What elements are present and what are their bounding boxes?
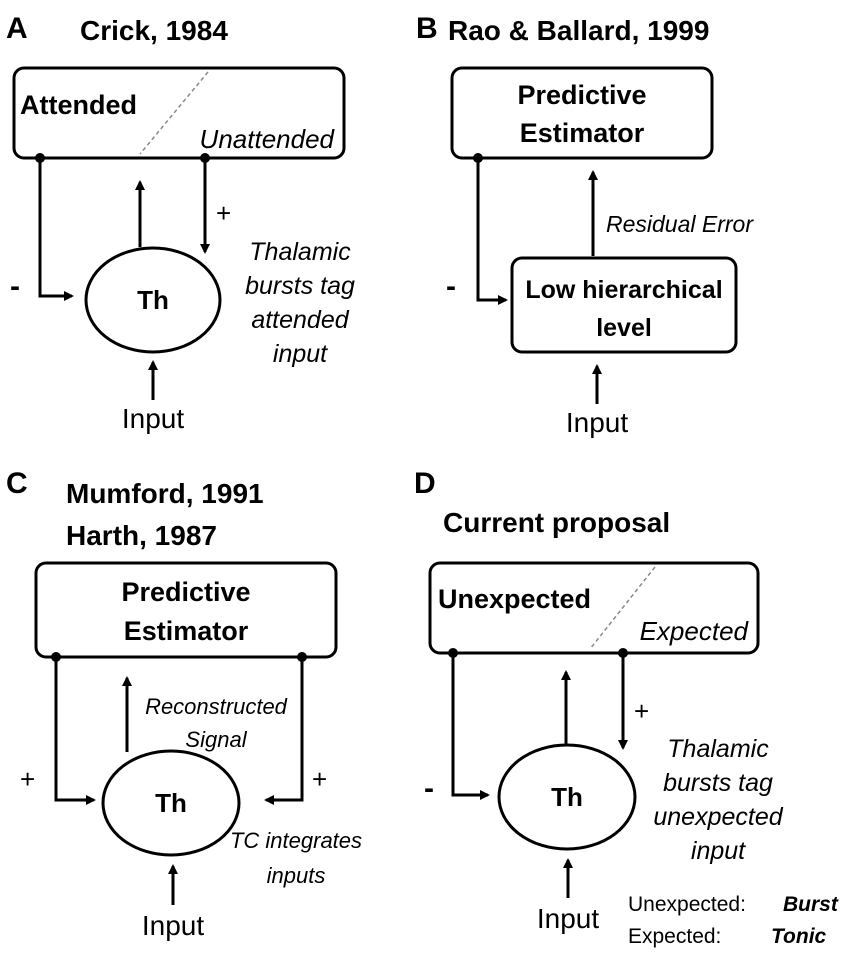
panel-d: D Current proposal Unexpected Expected -… <box>414 467 839 948</box>
panel-b-low-level-line-1: Low hierarchical <box>525 276 722 304</box>
panel-d-unexpected-label: Unexpected <box>438 584 591 614</box>
panel-a-note-line-3: attended <box>251 306 349 334</box>
panel-d-note-line-3: unexpected <box>653 803 783 831</box>
panel-a-thalamus-label: Th <box>137 285 169 315</box>
panel-d-firing-legend: Unexpected: Burst Expected: Tonic <box>628 893 839 948</box>
panel-c-estimator-line-1: Predictive <box>121 577 250 607</box>
panel-c-right-arrow <box>264 657 304 805</box>
panel-a-divider <box>139 71 209 155</box>
panel-c-signal-line-1: Reconstructed <box>145 694 288 719</box>
panel-d-feedback-arrow <box>451 653 490 800</box>
panel-a-unattended-label: Unattended <box>200 124 336 154</box>
panel-d-cortex-box <box>428 561 760 655</box>
panel-d-plus-sign: + <box>634 696 649 726</box>
panel-b-title: Rao & Ballard, 1999 <box>448 15 709 46</box>
panel-c-signal-line-2: Signal <box>185 727 247 752</box>
panel-b-low-level-line-2: level <box>596 314 652 342</box>
panel-d-thalamus-label: Th <box>551 782 583 812</box>
panel-d-letter: D <box>414 467 436 500</box>
panel-d-note-line-2: bursts tag <box>663 769 773 797</box>
panel-a: A Crick, 1984 Attended Unattended - + Th… <box>6 12 355 434</box>
panel-c-estimator-line-2: Estimator <box>124 616 249 646</box>
panel-b-estimator-line-2: Estimator <box>520 118 645 148</box>
panel-c-title-line-1: Mumford, 1991 <box>66 478 264 509</box>
panel-a-plus-sign: + <box>216 198 231 228</box>
panel-c-thalamus-ellipse <box>101 749 241 857</box>
panel-a-attended-label: Attended <box>20 90 137 120</box>
panel-c-note-line-1: TC integrates <box>230 828 362 853</box>
panel-b-estimator-box <box>450 66 714 160</box>
panel-c-note-line-2: inputs <box>267 863 326 888</box>
panel-c-thalamus-label: Th <box>155 788 187 818</box>
panel-b-low-level-box <box>510 256 738 354</box>
panel-a-note-line-2: bursts tag <box>245 272 355 300</box>
panel-a-note-line-4: input <box>273 340 328 368</box>
panel-d-note-line-1: Thalamic <box>667 735 769 763</box>
panel-a-letter: A <box>6 12 28 45</box>
panel-a-cortex-box <box>12 66 346 160</box>
panel-d-thalamus-ellipse <box>497 743 637 851</box>
panel-c-title-line-2: Harth, 1987 <box>66 520 217 551</box>
panel-b-letter: B <box>416 12 438 45</box>
panel-d-minus-sign: - <box>424 772 434 805</box>
panel-c-left-arrow <box>54 657 96 805</box>
panel-b-input-label: Input <box>566 407 628 438</box>
panel-b: B Rao & Ballard, 1999 Predictive Estimat… <box>416 12 754 438</box>
legend-unexpected-label: Unexpected: <box>628 893 746 916</box>
panel-a-feedback-arrow <box>38 158 74 301</box>
panel-b-minus-sign: - <box>446 270 456 303</box>
panel-d-note-line-4: input <box>691 837 746 865</box>
panel-b-feedback-arrow <box>476 158 508 305</box>
panel-d-expected-label: Expected <box>640 616 750 646</box>
panel-a-note-line-1: Thalamic <box>249 238 351 266</box>
legend-burst-value: Burst <box>783 893 839 916</box>
panel-d-divider <box>589 566 656 650</box>
panel-a-minus-sign: - <box>10 270 20 303</box>
panel-c-estimator-box <box>34 561 338 659</box>
panel-d-input-label: Input <box>537 903 599 934</box>
panel-a-thalamus-ellipse <box>84 246 222 354</box>
panel-a-input-label: Input <box>122 403 184 434</box>
legend-expected-label: Expected: <box>628 925 721 948</box>
panel-d-title: Current proposal <box>443 507 670 538</box>
panel-b-residual-label: Residual Error <box>606 211 754 237</box>
legend-tonic-value: Tonic <box>771 925 827 948</box>
panel-c-left-sign: + <box>20 764 35 794</box>
panel-c: C Mumford, 1991 Harth, 1987 Predictive E… <box>6 467 362 941</box>
panel-c-letter: C <box>6 467 28 500</box>
panel-a-title: Crick, 1984 <box>80 15 228 46</box>
panel-c-input-label: Input <box>142 910 204 941</box>
panel-b-estimator-line-1: Predictive <box>517 80 646 110</box>
panel-c-right-sign: + <box>312 764 327 794</box>
